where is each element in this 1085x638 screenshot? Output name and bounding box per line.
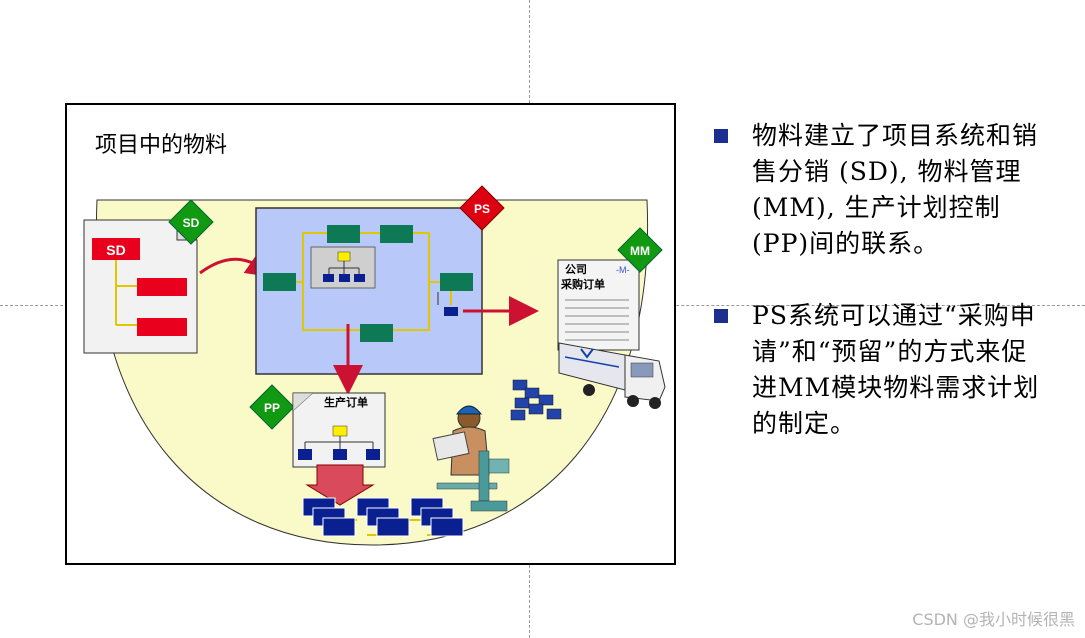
- output-materials: [302, 497, 464, 537]
- po-logo: -M-: [616, 265, 630, 275]
- watermark: CSDN @我小时候很黑: [912, 610, 1075, 629]
- bullet-item: 物料建立了项目系统和销售分销 (SD), 物料管理 (MM), 生产计划控制(P…: [712, 118, 1042, 262]
- bullet-item: PS系统可以通过“采购申请”和“预留”的方式来促进MM模块物料需求计划的制定。: [712, 298, 1042, 442]
- bullet-square-icon: [714, 309, 728, 323]
- bullet-text: PS系统可以通过“采购申请”和“预留”的方式来促进MM模块物料需求计划的制定。: [752, 301, 1040, 438]
- ps-project-box: [255, 207, 483, 375]
- mm-badge: MM: [617, 227, 663, 273]
- production-order-document: 生产订单: [292, 392, 386, 468]
- svg-text:MM: MM: [630, 244, 650, 258]
- delivery-truck-image: [510, 342, 666, 421]
- svg-text:SD: SD: [183, 216, 200, 230]
- production-order-label: 生产订单: [324, 395, 368, 409]
- bullet-square-icon: [714, 129, 728, 143]
- bullet-list: 物料建立了项目系统和销售分销 (SD), 物料管理 (MM), 生产计划控制(P…: [712, 118, 1042, 460]
- purchase-order-document: 公司 采购订单 -M-: [557, 259, 640, 351]
- pp-output-arrow: [305, 464, 375, 506]
- diagram-frame: SD SD: [65, 103, 676, 565]
- ps-badge: PS: [459, 185, 505, 231]
- svg-text:PS: PS: [474, 202, 490, 216]
- sd-badge: SD: [168, 199, 214, 245]
- diagram-canvas: SD SD: [83, 185, 666, 546]
- worker-illustration: [432, 405, 510, 512]
- pp-badge: PP: [249, 384, 295, 430]
- po-line1: 公司: [565, 263, 587, 276]
- diagram-title: 项目中的物料: [95, 133, 228, 158]
- sd-document: SD: [83, 219, 198, 354]
- sd-doc-label: SD: [106, 242, 125, 258]
- po-line2: 采购订单: [560, 277, 605, 291]
- svg-text:PP: PP: [264, 401, 280, 415]
- bullet-text: 物料建立了项目系统和销售分销 (SD), 物料管理 (MM), 生产计划控制(P…: [752, 121, 1039, 258]
